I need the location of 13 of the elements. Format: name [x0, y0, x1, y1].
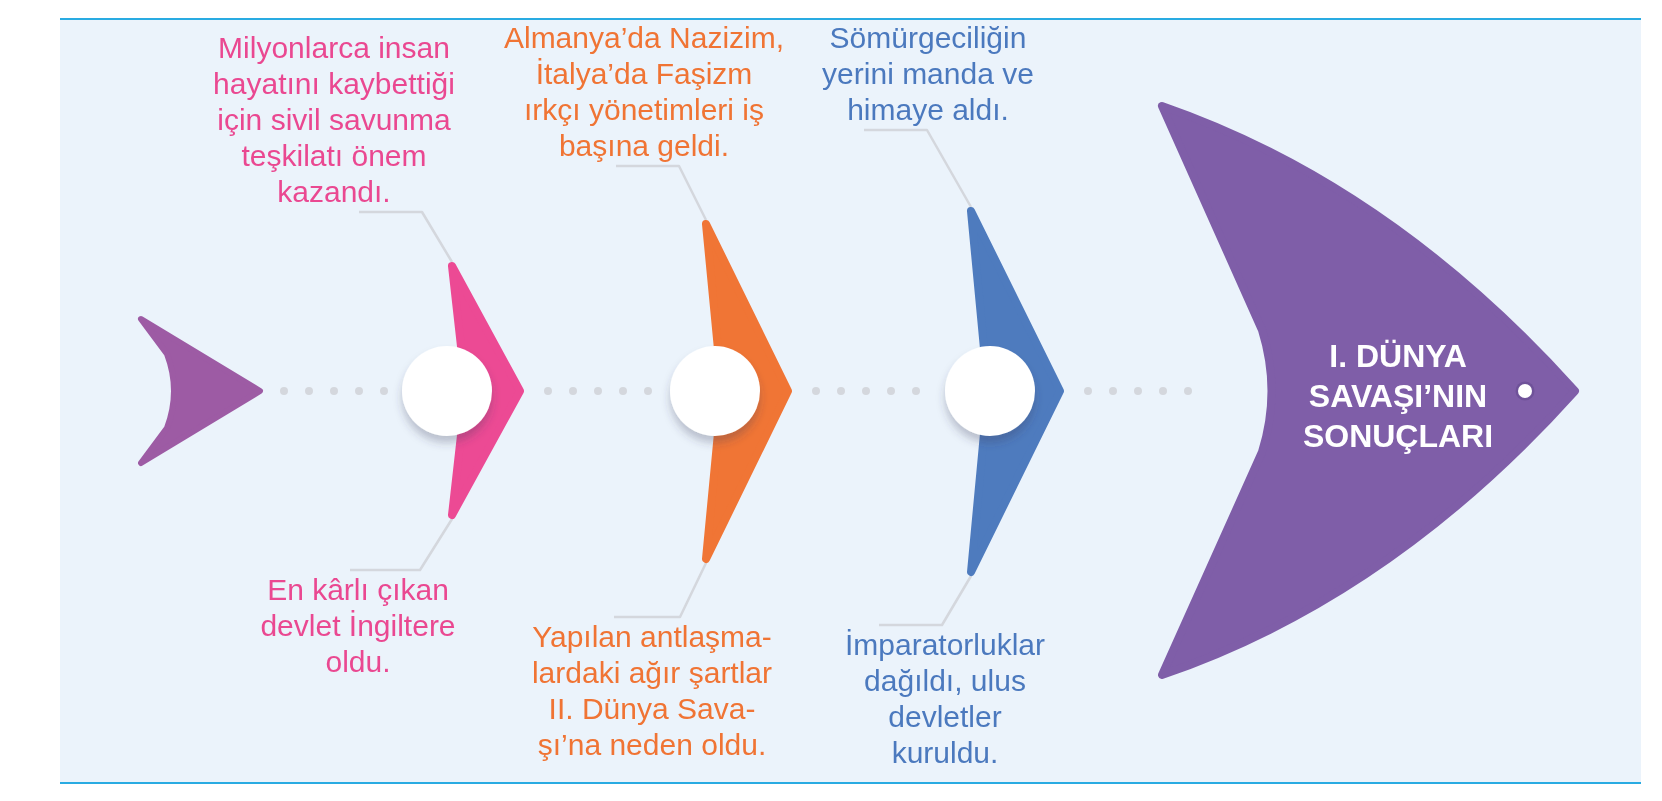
- callout-text: En kârlı çıkan devlet İngiltere oldu.: [260, 572, 456, 680]
- leader-line: [350, 518, 454, 572]
- callout-text: Almanya’da Nazizim, İtalya’da Faşizm ırkçı yönetimleri iş başına geldi.: [503, 20, 785, 164]
- callout-text: İmparatorluklar dağıldı, ulus devletler kuruldu.: [844, 627, 1046, 771]
- leader-line: [359, 210, 454, 263]
- callout-text: Yapılan antlaşma- lardaki ağır şartlar II. Dünya Sava- şı’na neden oldu.: [531, 619, 773, 763]
- leader-line: [864, 128, 973, 208]
- leader-line: [879, 575, 973, 627]
- callout-text: Milyonlarca insan hayatını kaybettiği için sivil savunma teşkilatı önem kazandı.: [213, 30, 455, 210]
- title-text: I. DÜNYA SAVAŞI’NIN SONUÇLARI: [1302, 337, 1494, 456]
- leader-line: [616, 164, 708, 221]
- leader-line: [614, 562, 708, 619]
- callout-text: Sömürgeciliğin yerini manda ve himaye aldı.: [822, 20, 1034, 128]
